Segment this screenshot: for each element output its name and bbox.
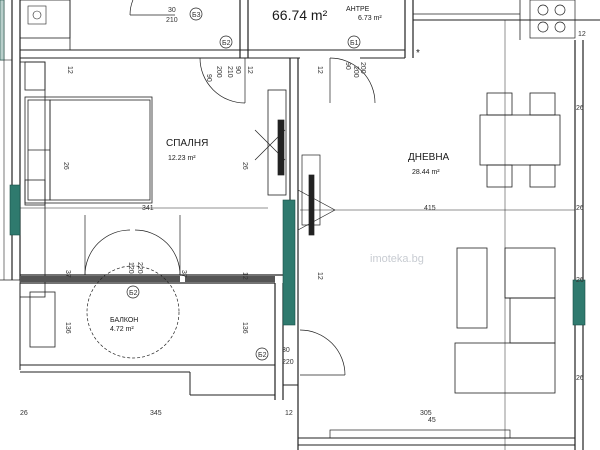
door-tags (126, 7, 361, 361)
entry-marker: * (416, 48, 420, 59)
dimension-label: 26 (576, 105, 584, 112)
dimension-label: 12 (316, 272, 323, 280)
dimension-label: 90 (344, 62, 351, 70)
dimension-label: 210 (226, 66, 233, 78)
dimension-label: 26 (20, 410, 28, 417)
dimension-label: 26 (62, 162, 69, 170)
total-area: 66.74 m² (272, 7, 328, 23)
dimension-label: 37 (180, 270, 187, 278)
dimension-label: 341 (142, 205, 154, 212)
dimension-label: 90 (234, 66, 241, 74)
dimension-label: 12 (66, 66, 73, 74)
dimension-labels: 30 210 90 200 90 200 210 90 200 12 12 12… (20, 7, 586, 424)
dimension-label: 415 (424, 205, 436, 212)
dimension-label: 12 (316, 66, 323, 74)
dimension-label: 210 (166, 17, 178, 24)
door-tag: Б1 (350, 40, 359, 47)
dimension-label: 220 (282, 359, 294, 366)
living-name: ДНЕВНА (408, 152, 450, 163)
dimension-label: 26 (241, 162, 248, 170)
dimension-label: 220 (136, 262, 143, 274)
door-tag: Б3 (192, 12, 201, 19)
kitchen-hob (529, 0, 576, 39)
dimension-label: 136 (64, 322, 71, 334)
door-tag: Б2 (222, 40, 231, 47)
hall-name: АНТРЕ (346, 6, 370, 13)
balcony-area: 4.72 m² (110, 326, 134, 333)
door-tag: Б2 (258, 352, 267, 359)
dimension-label: 30 (168, 7, 176, 14)
dimension-label: 305 (420, 410, 432, 417)
watermark: imoteka.bg (370, 253, 424, 265)
window-markers (0, 0, 586, 326)
dimension-label: 12 (285, 410, 293, 417)
dimension-label: 136 (241, 322, 248, 334)
dimension-label: 30 (282, 347, 290, 354)
balcony-name: БАЛКОН (110, 317, 138, 324)
bedroom-name: СПАЛНЯ (166, 138, 208, 149)
living-area: 28.44 m² (412, 169, 440, 176)
dimension-label: 26 (576, 277, 584, 284)
dining-table (479, 92, 561, 188)
hall-area: 6.73 m² (358, 15, 382, 22)
doors (84, 0, 376, 376)
dimension-label: 345 (150, 410, 162, 417)
bedroom-area: 12.23 m² (168, 155, 196, 162)
door-tag: Б2 (129, 290, 138, 297)
dimension-label: 200 (359, 62, 366, 74)
bed (24, 61, 153, 206)
dimension-label: 26 (576, 205, 584, 212)
dimension-label: 37 (64, 270, 71, 278)
dimension-label: 200 (215, 66, 222, 78)
dimension-label: 12 (241, 272, 248, 280)
dimension-label: 12 (578, 31, 586, 38)
dimension-label: 120 (127, 262, 134, 274)
dimension-label: 12 (246, 66, 253, 74)
sofa (454, 247, 556, 394)
dimension-label: 90 (205, 74, 212, 82)
dimension-label: 26 (576, 375, 584, 382)
dimension-label: 200 (352, 66, 359, 78)
dimension-label: 45 (428, 417, 436, 424)
